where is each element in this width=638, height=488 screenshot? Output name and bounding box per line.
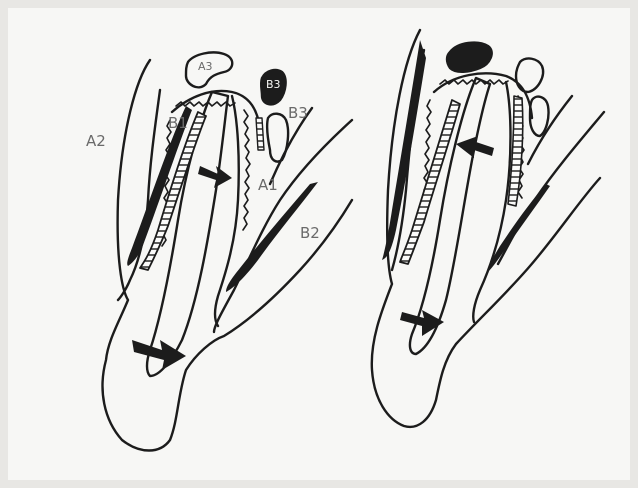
paper-sheet [8, 8, 630, 480]
label-a1: A1 [258, 176, 278, 194]
label-a3: A3 [198, 60, 213, 73]
label-b2: B2 [300, 224, 320, 242]
left-tooth-small-hatch [256, 118, 264, 150]
label-b3: B3 [288, 104, 308, 122]
label-b1: B1 [168, 114, 188, 132]
label-b3-top: B3 [266, 78, 281, 91]
label-a2: A2 [86, 132, 106, 150]
